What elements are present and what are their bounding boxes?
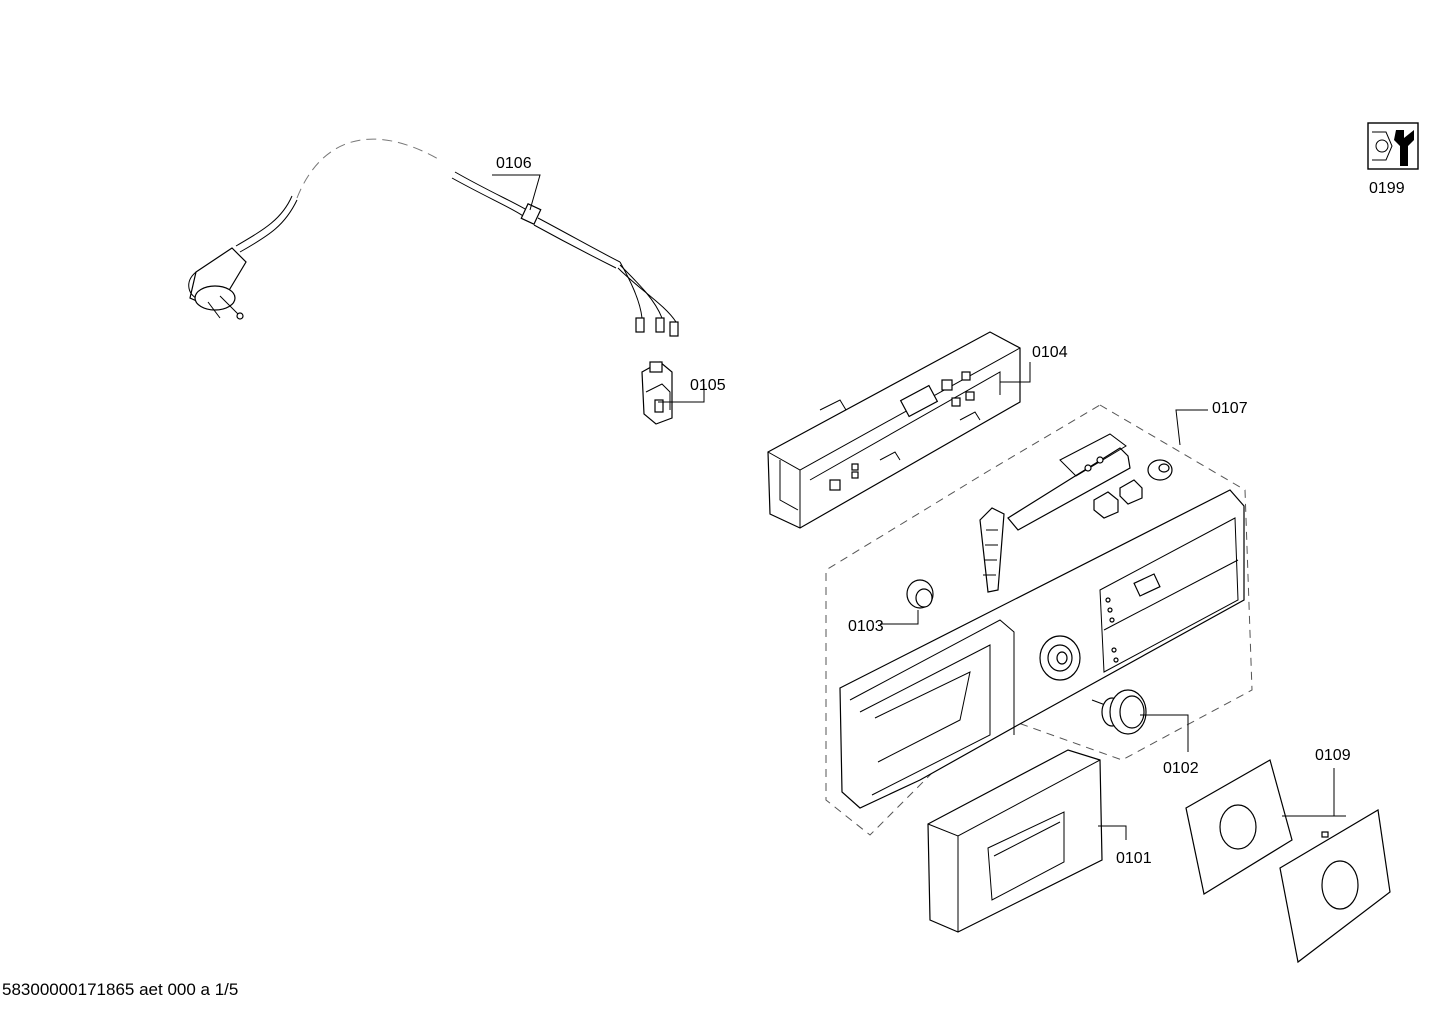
label-0106: 0106	[496, 155, 532, 172]
button-part-0103	[906, 579, 934, 609]
cover-plate-part-0109-a	[1185, 759, 1293, 895]
label-0101: 0101	[1116, 850, 1152, 867]
label-0107: 0107	[1212, 400, 1248, 417]
control-panel-fascia	[839, 489, 1245, 809]
label-0199: 0199	[1369, 180, 1405, 197]
drawer-handle-part-0101	[927, 749, 1103, 933]
document-reference-footer: 58300000171865 aet 000 a 1/5	[2, 980, 239, 999]
tools-icon	[1367, 122, 1419, 170]
leader-lines	[492, 174, 1346, 840]
label-0103: 0103	[848, 618, 884, 635]
power-cord-part-0106	[188, 138, 679, 337]
knob-part-0102	[1091, 689, 1147, 735]
label-0109: 0109	[1315, 747, 1351, 764]
display-rail-part	[1007, 433, 1131, 531]
module-holder-part-0104	[767, 331, 1021, 529]
cover-plate-part-0109-b	[1279, 809, 1391, 964]
connector-part-0105	[641, 361, 673, 425]
small-caps-part	[1093, 459, 1173, 519]
label-0105: 0105	[690, 377, 726, 394]
label-0104: 0104	[1032, 344, 1068, 361]
assembly-outline-0107	[825, 404, 1253, 836]
light-guide-part	[979, 507, 1005, 593]
label-0102: 0102	[1163, 760, 1199, 777]
